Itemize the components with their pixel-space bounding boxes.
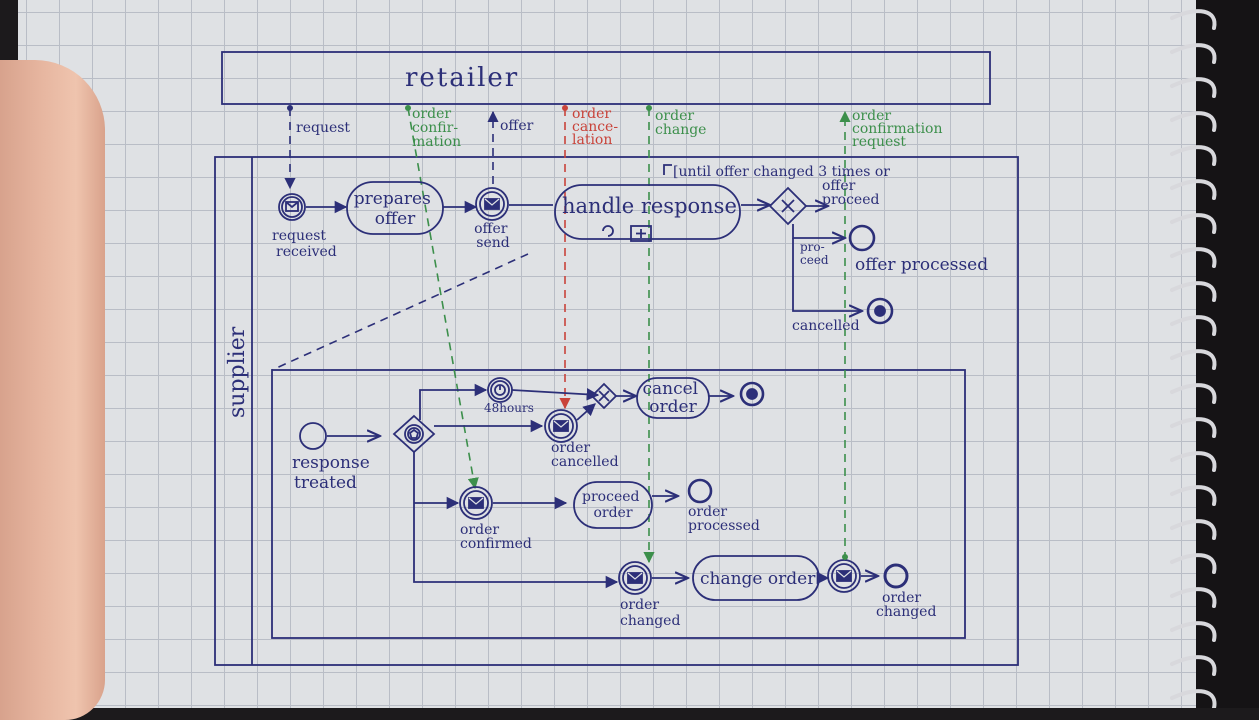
supplier-label: supplier — [225, 326, 250, 418]
order-confirmed-label: order confirmed — [460, 522, 532, 552]
hand — [0, 60, 105, 720]
handle-response-subprocess — [554, 184, 741, 242]
offer-send-event — [475, 187, 509, 221]
change-order-label: change order — [700, 569, 816, 589]
proceed-order-task — [573, 481, 653, 529]
order-changed-end-label: order changed — [876, 590, 936, 620]
order-processed-label: order processed — [688, 504, 760, 534]
request-received-event — [278, 193, 306, 221]
notebook-spiral — [1170, 0, 1259, 708]
order-changed-event — [618, 561, 652, 595]
msg-flow-order-confirmation — [407, 107, 479, 490]
timer-event-48hours — [487, 377, 513, 403]
retailer-label: retailer — [405, 63, 519, 93]
loop-condition-annotation: [until offer changed 3 times or offer pr… — [673, 164, 894, 208]
retailer-pool — [221, 51, 991, 105]
subprocess-box — [271, 369, 966, 639]
order-confirmation-request-event — [827, 559, 861, 593]
annotation-bracket — [663, 164, 672, 175]
msg-label-offer: offer — [500, 118, 534, 134]
exclusive-gateway — [768, 186, 808, 226]
handle-response-label: handle response — [562, 194, 737, 218]
timer-label: 48hours — [484, 401, 534, 415]
msg-label-order-change: order change — [655, 108, 706, 138]
msg-label-request: request — [296, 120, 350, 136]
offer-processed-label: offer processed — [855, 255, 988, 275]
prepares-offer-task — [346, 181, 444, 235]
subprocess-expansion-line — [271, 253, 529, 371]
cancel-order-label: cancel order — [642, 379, 703, 417]
request-received-label: request received — [272, 228, 337, 260]
order-changed-end — [883, 563, 909, 589]
cancel-order-task — [636, 377, 710, 419]
response-treated-label: response treated — [292, 453, 375, 493]
order-changed-label: order changed — [620, 597, 680, 629]
order-cancelled-label: order cancelled — [551, 440, 619, 470]
msg-label-order-cancellation: order cance- lation — [572, 106, 623, 148]
msg-label-order-confirmation: order confir- mation — [412, 106, 463, 150]
proceed-order-label: proceed order — [582, 489, 644, 521]
proceed-label: pro- ceed — [800, 240, 829, 267]
cancel-exclusive-gateway — [590, 382, 618, 410]
offer-send-label: offer send — [474, 221, 512, 251]
msg-label-order-confirmation-request: order confirmation request — [852, 108, 947, 150]
response-treated-start — [299, 422, 327, 450]
prepares-offer-label: prepares offer — [354, 189, 436, 229]
event-based-gateway — [392, 414, 436, 454]
cancelled-end — [866, 297, 894, 325]
cancelled-label: cancelled — [792, 318, 860, 334]
order-cancelled-event — [544, 409, 578, 443]
order-confirmed-event — [459, 486, 493, 520]
order-processed-end — [687, 478, 713, 504]
offer-processed-end — [848, 224, 876, 252]
supplier-pool — [214, 156, 1019, 666]
cancel-order-end — [739, 381, 765, 407]
